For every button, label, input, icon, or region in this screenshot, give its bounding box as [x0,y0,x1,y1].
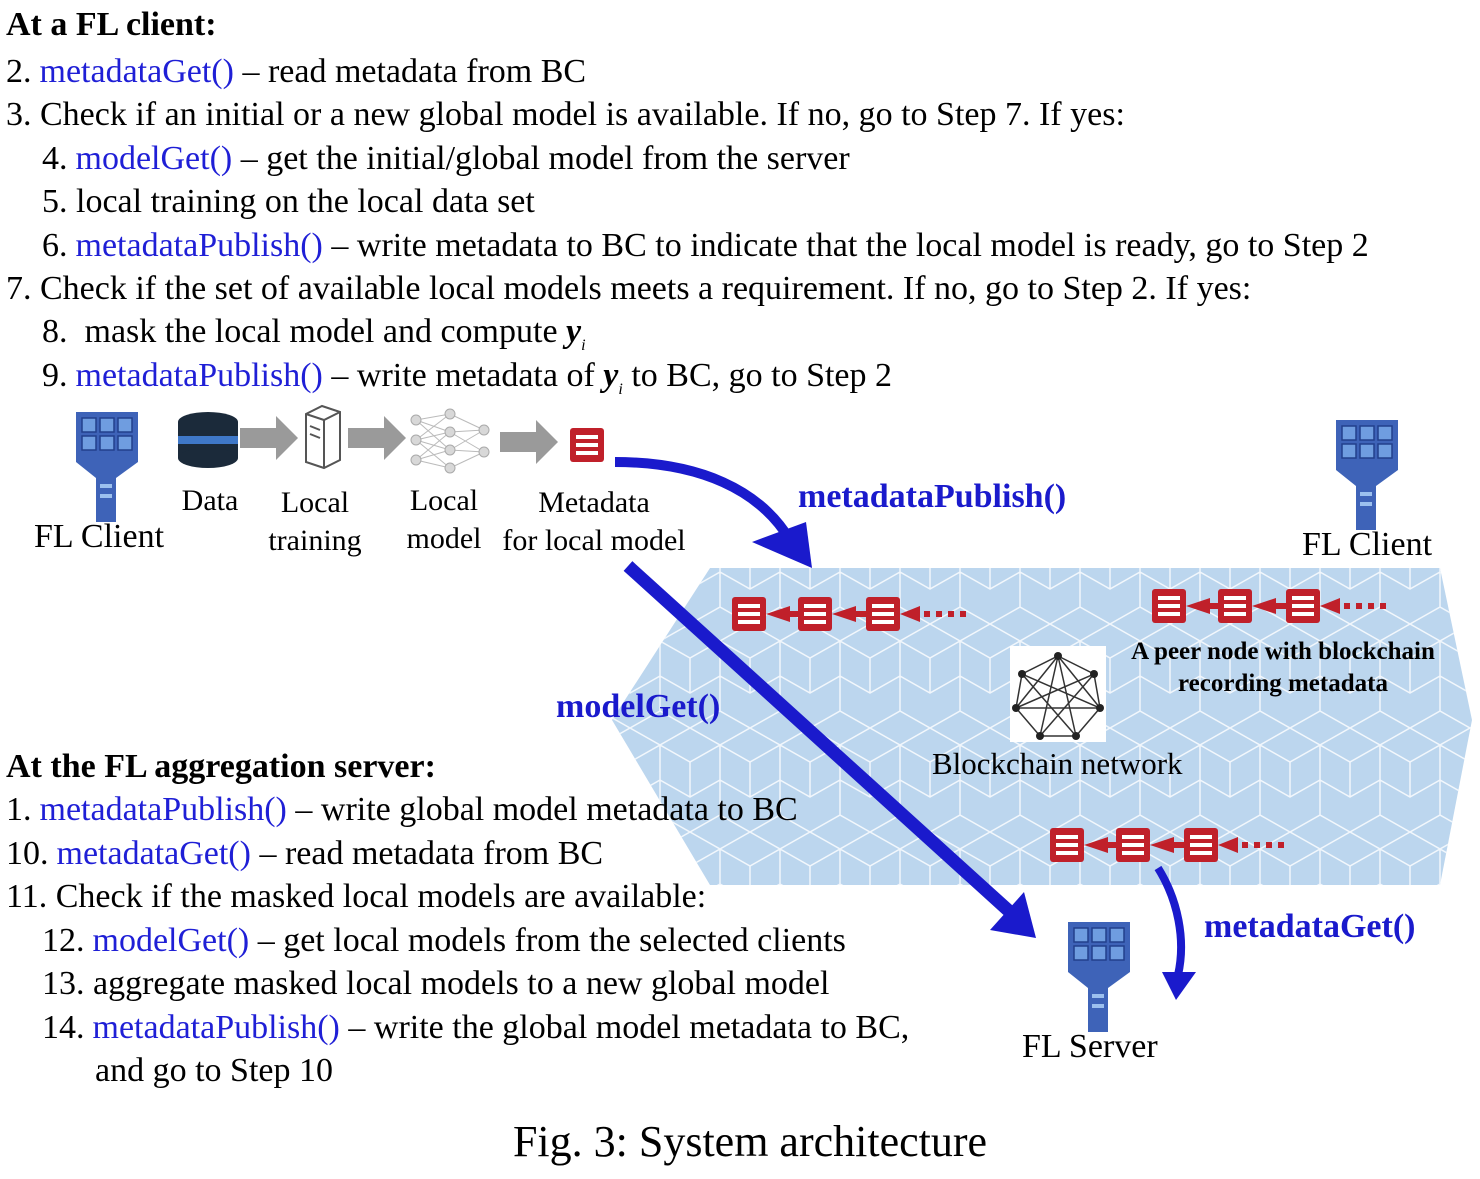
fl-client-left-label: FL Client [34,518,165,555]
peer-node-label-line1: A peer node with blockchain [1131,638,1435,665]
function-name: modelGet() [92,922,250,959]
block-chain-left [732,597,966,631]
variable-y: y [566,313,582,350]
metadata-local-model-label: Metadata for local model [494,484,694,560]
step-number: 2. [6,53,32,90]
step-number: 5. [42,183,68,220]
pipeline-arrow-3 [500,420,558,464]
blockchain-network-label: Blockchain network [932,746,1183,781]
step-number: 14. [42,1009,85,1046]
step-number: 6. [42,227,68,264]
server-step: 11. Check if the masked local models are… [6,877,706,917]
fl-server-label: FL Server [1022,1028,1158,1065]
server-step: 12.modelGet() – get local models from th… [42,921,846,961]
metadata-publish-arrow [614,457,812,568]
step-number: 9. [42,357,68,394]
function-name: metadataPublish() [75,227,323,264]
step-text: mask the local model and compute [67,313,567,350]
step-text-after: to BC, go to Step 2 [622,357,893,394]
fl-client-right-label: FL Client [1302,526,1433,563]
step-number: 12. [42,922,85,959]
local-model-label-line2: model [406,522,482,555]
client-step: 7. Check if the set of available local m… [6,269,1251,309]
step-number: 4. [42,140,68,177]
figure-caption: Fig. 3: System architecture [512,1117,988,1166]
function-name: modelGet() [75,140,233,177]
step-number: 10. [6,835,49,872]
step-text: – get local models from the selected cli… [249,922,846,959]
step-number: 11. [6,878,48,915]
database-icon [178,412,238,468]
metadata-publish-arrow-label: metadataPublish() [798,478,1067,515]
server-step: 13. aggregate masked local models to a n… [42,964,829,1004]
client-step: 5. local training on the local data set [42,182,535,222]
step-text: – write metadata of [322,357,604,394]
step-number: 1. [6,791,32,828]
metadata-get-arrow-label: metadataGet() [1204,908,1416,945]
client-step: 2.metadataGet() – read metadata from BC [6,52,586,92]
metadata-block-icon [570,428,604,462]
step-number: 7. [6,270,32,307]
function-name: metadataPublish() [92,1009,340,1046]
server-step: 14.metadataPublish() – write the global … [42,1008,909,1048]
metadata-label-line1: Metadata [538,486,650,519]
fl-client-left-icon [75,411,139,523]
peer-node-label: A peer node with blockchain recording me… [1120,636,1446,700]
step-text: – write global model metadata to BC [286,791,798,828]
local-training-label-line1: Local [280,486,350,519]
step-text: Check if the set of available local mode… [31,270,1252,307]
model-get-arrow [623,561,1036,938]
block-chain-right [1152,589,1386,623]
client-step: 4.modelGet() – get the initial/global mo… [42,139,850,179]
function-name: metadataGet() [39,53,234,90]
client-section-heading: At a FL client: [6,6,217,43]
blockchain-network-icon [1010,646,1106,742]
local-model-label-line1: Local [409,484,479,517]
step-text: – write the global model metadata to BC, [339,1009,910,1046]
step-number: 3. [6,96,32,133]
local-training-server-icon [305,404,341,470]
function-name: metadataPublish() [39,791,287,828]
variable-subscript: i [581,336,586,354]
fl-client-right-icon [1335,419,1399,531]
server-step: 1.metadataPublish() – write global model… [6,790,798,830]
step-text: aggregate masked local models to a new g… [84,965,830,1002]
step-text: and go to Step 10 [95,1052,333,1089]
step-text: – read metadata from BC [233,53,587,90]
step-text: – write metadata to BC to indicate that … [322,227,1369,264]
step-text: Check if the masked local models are ava… [47,878,707,915]
client-step: 8. mask the local model and compute yi [42,312,586,366]
local-training-label: Local training [255,484,375,560]
step-number: 13. [42,965,85,1002]
variable-y: y [603,357,619,394]
block-chain-bottom [1050,828,1284,862]
pipeline-arrow-2 [348,416,406,460]
peer-node-label-line2: recording metadata [1178,670,1388,697]
function-name: metadataGet() [56,835,251,872]
step-text: local training on the local data set [67,183,535,220]
data-label: Data [181,484,239,517]
fl-server-icon [1067,921,1131,1033]
client-step: 6.metadataPublish() – write metadata to … [42,226,1369,266]
step-text: – get the initial/global model from the … [232,140,850,177]
function-name: metadataPublish() [75,357,323,394]
local-model-label: Local model [392,482,496,558]
neural-network-icon [410,408,490,474]
server-step: 10.metadataGet() – read metadata from BC [6,834,603,874]
local-training-label-line2: training [268,524,362,557]
step-text: – read metadata from BC [250,835,604,872]
metadata-get-arrow [1154,865,1196,1000]
step-text: Check if an initial or a new global mode… [31,96,1125,133]
client-step: 3. Check if an initial or a new global m… [6,95,1125,135]
model-get-arrow-label: modelGet() [556,688,721,725]
metadata-label-line2: for local model [502,524,686,557]
server-section-heading: At the FL aggregation server: [6,748,436,785]
variable-subscript: i [618,380,623,398]
step-number: 8. [42,313,68,350]
client-step: 9.metadataPublish() – write metadata of … [42,356,892,410]
pipeline-arrow-1 [240,416,298,460]
server-step: and go to Step 10 [95,1051,333,1091]
